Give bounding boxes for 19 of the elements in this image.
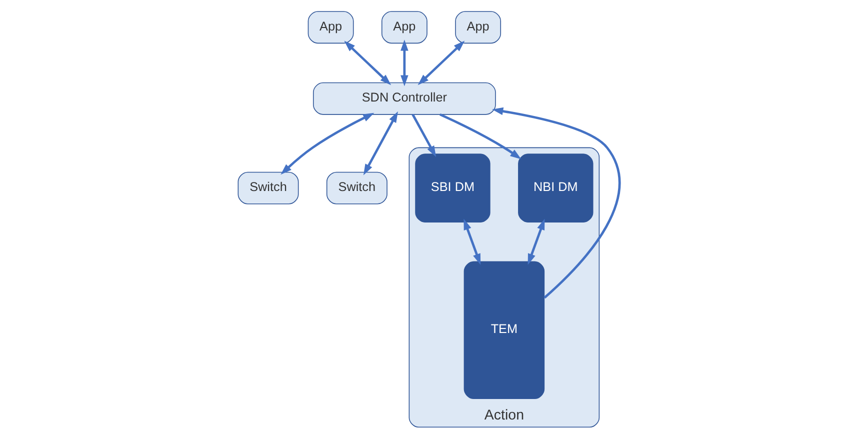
node-box: App [308, 11, 354, 44]
node-box: NBI DM [518, 154, 594, 222]
arrow [344, 40, 392, 86]
node-box: App [455, 11, 502, 44]
node-box: Switch [326, 172, 388, 204]
arrow [440, 113, 522, 160]
arrow [492, 107, 621, 299]
arrow [464, 218, 481, 265]
arrow [528, 218, 545, 265]
node-box: Switch [238, 172, 299, 204]
arrow [412, 114, 436, 157]
arrow [418, 40, 465, 86]
node-box: App [381, 11, 428, 44]
arrow [280, 112, 374, 175]
node-box: TEM [464, 261, 545, 400]
node-box: SBI DM [415, 154, 490, 222]
arrow [363, 111, 398, 176]
arrow [400, 40, 408, 86]
node-box: SDN Controller [312, 82, 496, 115]
